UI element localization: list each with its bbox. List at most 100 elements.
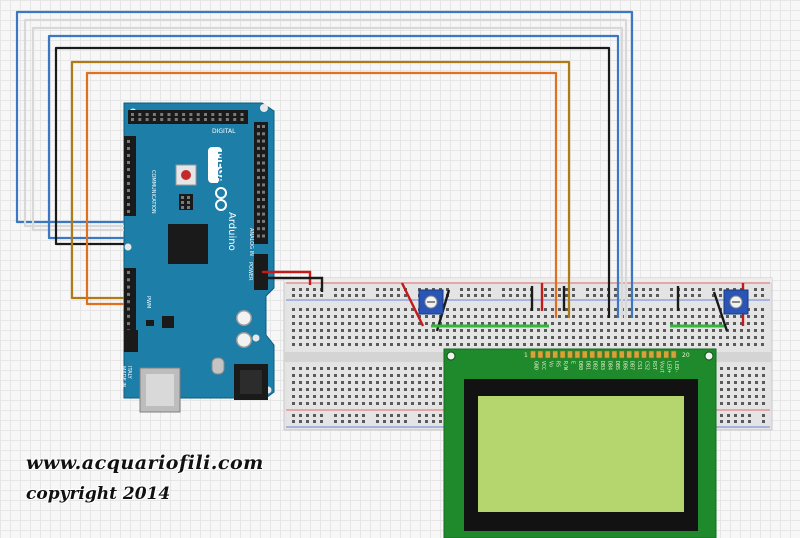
lcd-pin-label: DB3 bbox=[599, 361, 605, 370]
breadboard-hole bbox=[292, 315, 295, 318]
breadboard-hole bbox=[460, 315, 463, 318]
breadboard-hole bbox=[334, 343, 337, 346]
breadboard-hole bbox=[348, 308, 351, 311]
header-pin bbox=[257, 205, 260, 209]
breadboard-hole bbox=[467, 308, 470, 311]
breadboard-hole bbox=[355, 420, 358, 423]
breadboard-hole bbox=[313, 329, 316, 332]
breadboard-hole bbox=[383, 381, 386, 384]
breadboard-hole bbox=[404, 374, 407, 377]
breadboard-hole bbox=[762, 402, 765, 405]
breadboard-hole bbox=[755, 402, 758, 405]
breadboard-hole bbox=[453, 336, 456, 339]
header-pin bbox=[257, 154, 260, 158]
breadboard-hole bbox=[705, 322, 708, 325]
breadboard-hole bbox=[306, 367, 309, 370]
breadboard-hole bbox=[558, 329, 561, 332]
breadboard-hole bbox=[411, 343, 414, 346]
breadboard-hole bbox=[299, 315, 302, 318]
header-pin bbox=[257, 176, 260, 180]
breadboard-hole bbox=[727, 388, 730, 391]
breadboard-hole bbox=[334, 367, 337, 370]
breadboard-hole bbox=[341, 294, 344, 297]
breadboard-hole bbox=[733, 343, 736, 346]
breadboard-hole bbox=[621, 343, 624, 346]
lcd-pin bbox=[648, 350, 655, 359]
breadboard-hole bbox=[390, 367, 393, 370]
usb-chip bbox=[162, 316, 174, 328]
breadboard-hole bbox=[474, 343, 477, 346]
breadboard-hole bbox=[649, 315, 652, 318]
breadboard-hole bbox=[439, 420, 442, 423]
breadboard-hole bbox=[355, 367, 358, 370]
breadboard-hole bbox=[488, 315, 491, 318]
header-pin bbox=[211, 118, 215, 121]
header-pin bbox=[127, 278, 130, 282]
breadboard-hole bbox=[334, 288, 337, 291]
breadboard-hole bbox=[376, 329, 379, 332]
breadboard-hole bbox=[712, 308, 715, 311]
breadboard-hole bbox=[572, 308, 575, 311]
breadboard-hole bbox=[313, 414, 316, 417]
breadboard-hole bbox=[754, 294, 757, 297]
breadboard-hole bbox=[614, 322, 617, 325]
breadboard-hole bbox=[734, 381, 737, 384]
breadboard-hole bbox=[579, 322, 582, 325]
breadboard-hole bbox=[509, 322, 512, 325]
header-pin bbox=[152, 118, 156, 121]
breadboard-hole bbox=[439, 395, 442, 398]
breadboard-hole bbox=[446, 308, 449, 311]
breadboard-hole bbox=[369, 374, 372, 377]
breadboard-hole bbox=[362, 315, 365, 318]
header-pin bbox=[204, 113, 207, 116]
header-pin bbox=[160, 113, 164, 116]
breadboard-hole bbox=[712, 294, 715, 297]
breadboard-hole bbox=[320, 395, 323, 398]
breadboard-hole bbox=[425, 322, 428, 325]
digital-header-top bbox=[128, 110, 248, 124]
breadboard-hole bbox=[614, 315, 617, 318]
breadboard-hole bbox=[502, 329, 505, 332]
breadboard-hole bbox=[509, 315, 512, 318]
reset-button[interactable] bbox=[181, 170, 191, 180]
breadboard-hole bbox=[719, 315, 722, 318]
breadboard-hole bbox=[516, 336, 519, 339]
breadboard-hole bbox=[425, 402, 428, 405]
breadboard-hole bbox=[684, 343, 687, 346]
breadboard-hole bbox=[439, 367, 442, 370]
breadboard-hole bbox=[390, 343, 393, 346]
breadboard-hole bbox=[670, 288, 673, 291]
header-pin bbox=[127, 196, 130, 199]
breadboard-hole bbox=[313, 315, 316, 318]
breadboard-hole bbox=[404, 329, 407, 332]
breadboard-hole bbox=[488, 343, 491, 346]
breadboard-hole bbox=[341, 381, 344, 384]
breadboard-hole bbox=[292, 374, 295, 377]
breadboard-hole bbox=[341, 367, 344, 370]
breadboard-hole bbox=[390, 315, 393, 318]
breadboard-hole bbox=[355, 343, 358, 346]
breadboard-hole bbox=[642, 343, 645, 346]
lcd-pin bbox=[589, 350, 595, 359]
breadboard-hole bbox=[425, 388, 428, 391]
breadboard-hole bbox=[439, 402, 442, 405]
breadboard-hole bbox=[460, 288, 463, 291]
breadboard-hole bbox=[516, 315, 519, 318]
brand-label: Arduino bbox=[226, 212, 237, 251]
breadboard-hole bbox=[446, 343, 449, 346]
header-pin bbox=[211, 113, 215, 116]
breadboard-hole bbox=[411, 315, 414, 318]
breadboard-hole bbox=[453, 343, 456, 346]
lcd-pin bbox=[633, 350, 640, 359]
breadboard-hole bbox=[748, 374, 751, 377]
breadboard-hole bbox=[565, 308, 568, 311]
breadboard-hole bbox=[607, 336, 610, 339]
header-pin bbox=[262, 168, 265, 172]
breadboard-hole bbox=[418, 374, 421, 377]
lcd-pin20-marker: 20 bbox=[682, 352, 690, 359]
breadboard-hole bbox=[544, 336, 547, 339]
header-pin bbox=[127, 189, 130, 192]
header-pin bbox=[127, 210, 130, 213]
breadboard-hole bbox=[684, 288, 687, 291]
breadboard-hole bbox=[320, 329, 323, 332]
